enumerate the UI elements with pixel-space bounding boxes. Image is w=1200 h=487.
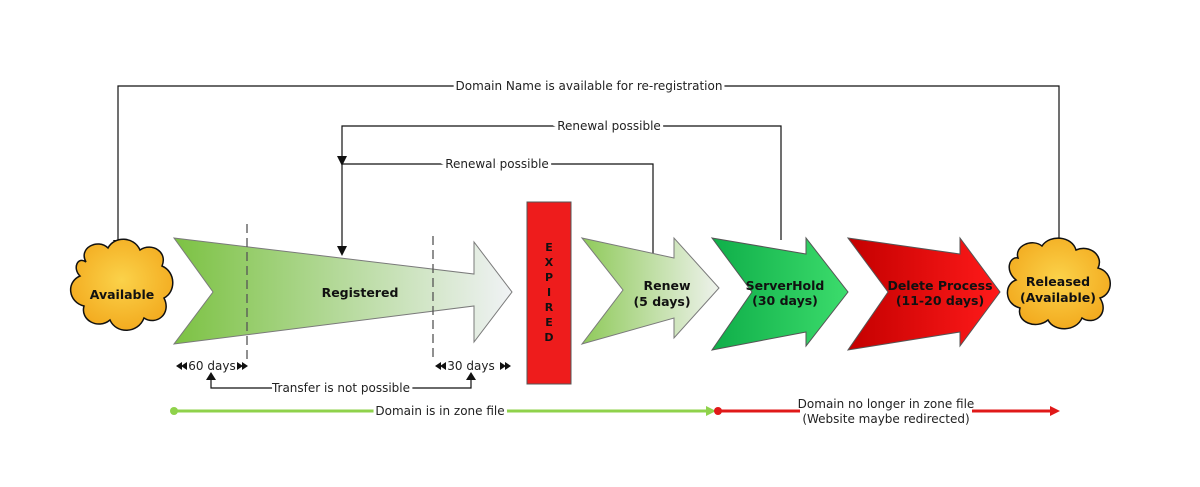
expired-bar [526,201,572,385]
expired-letter: E [545,316,553,329]
released-cloud [1006,237,1111,330]
reregistration-connector [113,85,1060,252]
not-in-zone-sublabel: (Website maybe redirected) [802,412,969,426]
not-in-zone-label: Domain no longer in zone file [798,397,975,411]
sixty-days-label: 60 days [188,359,235,373]
expired-letter: I [547,286,551,299]
serverhold-arrow [710,236,849,351]
expired-letters: E X P I R E D [544,241,553,344]
registered-arrow [172,237,513,345]
reregistration-label: Domain Name is available for re-registra… [456,79,723,93]
thirty-days-label: 30 days [447,359,494,373]
renew-duration: (5 days) [633,294,690,309]
available-label: Available [90,287,155,302]
serverhold-duration: (30 days) [752,293,818,308]
renewal-outer-connector [341,125,782,240]
renewal-outer-label: Renewal possible [557,119,661,133]
in-zone-label: Domain is in zone file [375,404,504,418]
delete-process-duration: (11-20 days) [896,293,984,308]
expired-letter: P [545,271,553,284]
expired-letter: D [544,331,553,344]
released-sublabel: (Available) [1020,290,1096,305]
thirty-days-span [435,362,511,370]
expired-letter: E [545,241,553,254]
expired-letter: R [545,301,554,314]
renew-label: Renew [643,278,690,293]
renew-arrow [580,236,720,345]
sixty-days-span [176,362,248,370]
serverhold-label: ServerHold [746,278,825,293]
renewal-inner-connector [337,156,654,262]
available-cloud [70,238,174,331]
transfer-bracket [206,372,476,389]
not-in-zone-timeline [714,406,1060,416]
registered-label: Registered [322,285,399,300]
in-zone-timeline [170,406,716,416]
transfer-label: Transfer is not possible [271,381,410,395]
delete-process-arrow [846,236,1001,351]
renewal-inner-label: Renewal possible [445,157,549,171]
delete-process-label: Delete Process [887,278,992,293]
released-label: Released [1026,274,1090,289]
expired-letter: X [545,256,554,269]
